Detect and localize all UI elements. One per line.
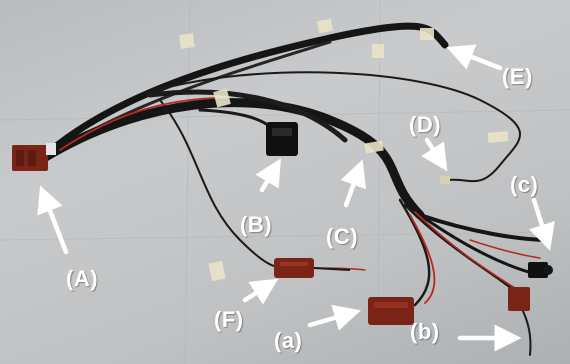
- connector-a: [368, 297, 414, 325]
- connector-F: [274, 258, 351, 278]
- label-D: (D): [409, 112, 442, 137]
- connector-D: [440, 176, 450, 184]
- label-C: (C): [326, 224, 359, 249]
- label-A: (A): [66, 266, 99, 291]
- arrow-D: [421, 137, 448, 172]
- connector-b: [508, 287, 530, 311]
- arrow-c: [529, 197, 555, 251]
- label-c: (c): [510, 172, 539, 197]
- label-B: (B): [240, 212, 273, 237]
- label-b: (b): [410, 319, 440, 344]
- label-a: (a): [274, 328, 303, 353]
- main-harness-bundle: [36, 22, 550, 356]
- connector-c: [528, 262, 553, 278]
- arrow-C: [340, 159, 367, 208]
- connectors: [12, 122, 553, 325]
- arrow-F: [242, 278, 279, 305]
- arrow-B: [255, 158, 281, 193]
- label-E: (E): [502, 64, 533, 89]
- label-F: (F): [214, 307, 244, 332]
- tape-pieces: [179, 18, 509, 282]
- arrow-E: [446, 44, 503, 71]
- arrows: [37, 44, 555, 352]
- connector-B: [266, 122, 298, 156]
- connector-A: [12, 143, 56, 171]
- red-wires: [59, 97, 541, 304]
- arrow-a: [307, 304, 361, 331]
- arrow-A: [37, 185, 69, 255]
